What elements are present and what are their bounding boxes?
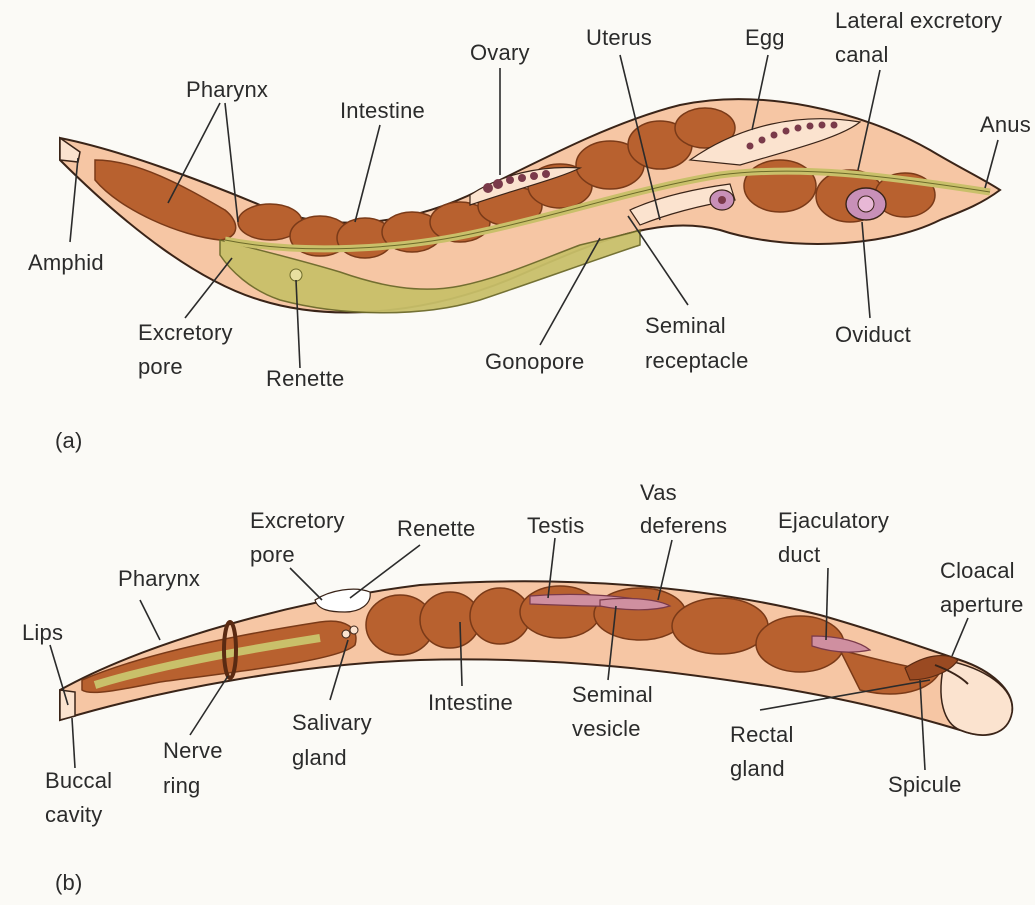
label-excretory-pore-b-2: pore (250, 542, 295, 567)
label-buccal-cavity-2: cavity (45, 802, 102, 827)
label-cloacal-aperture-2: aperture (940, 592, 1024, 617)
label-excretory-pore-a-1: Excretory (138, 320, 233, 345)
label-cloacal-aperture-1: Cloacal (940, 558, 1015, 583)
label-salivary-gland-1: Salivary (292, 710, 372, 735)
label-excretory-pore-a-2: pore (138, 354, 183, 379)
label-anus: Anus (980, 112, 1031, 137)
label-pharynx-b: Pharynx (118, 566, 200, 591)
label-intestine-b: Intestine (428, 690, 513, 715)
label-oviduct: Oviduct (835, 322, 911, 347)
label-testis: Testis (527, 513, 584, 538)
label-seminal-vesicle-2: vesicle (572, 716, 641, 741)
label-seminal-receptacle-1: Seminal (645, 313, 726, 338)
label-nerve-ring-1: Nerve (163, 738, 223, 763)
female-worm (60, 99, 1000, 313)
label-vas-deferens-1: Vas (640, 480, 677, 505)
label-rectal-gland-1: Rectal (730, 722, 794, 747)
label-uterus: Uterus (586, 25, 652, 50)
label-nerve-ring-2: ring (163, 773, 201, 798)
panel-b-tag: (b) (55, 870, 83, 895)
label-renette-b: Renette (397, 516, 475, 541)
label-pharynx-a: Pharynx (186, 77, 268, 102)
label-egg: Egg (745, 25, 785, 50)
label-lateral-canal-1: Lateral excretory (835, 8, 1002, 33)
label-vas-deferens-2: deferens (640, 513, 727, 538)
label-excretory-pore-b-1: Excretory (250, 508, 345, 533)
label-lateral-canal-2: canal (835, 42, 889, 67)
label-ejaculatory-duct-2: duct (778, 542, 820, 567)
label-spicule: Spicule (888, 772, 962, 797)
label-gonopore: Gonopore (485, 349, 584, 374)
label-seminal-receptacle-2: receptacle (645, 348, 749, 373)
panel-a-tag: (a) (55, 428, 83, 453)
label-buccal-cavity-1: Buccal (45, 768, 112, 793)
label-ejaculatory-duct-1: Ejaculatory (778, 508, 889, 533)
female-renette-cell (290, 269, 302, 281)
label-seminal-vesicle-1: Seminal (572, 682, 653, 707)
label-salivary-gland-2: gland (292, 745, 347, 770)
label-lips: Lips (22, 620, 63, 645)
label-amphid: Amphid (28, 250, 104, 275)
label-rectal-gland-2: gland (730, 756, 785, 781)
label-intestine-a: Intestine (340, 98, 425, 123)
label-ovary: Ovary (470, 40, 530, 65)
male-tail (941, 660, 1012, 735)
male-worm (60, 581, 1012, 735)
label-renette-a: Renette (266, 366, 344, 391)
